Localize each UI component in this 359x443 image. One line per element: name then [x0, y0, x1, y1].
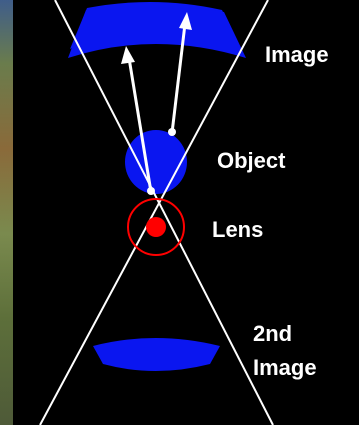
object-label: Object [217, 149, 285, 173]
second-image-label-line1: 2nd [253, 322, 292, 346]
arrow-right-tail [168, 128, 176, 136]
second-image-label-line2: Image [253, 356, 317, 380]
lens-label: Lens [212, 218, 263, 242]
second-image-blob [93, 338, 220, 371]
bottom-strip [0, 425, 359, 438]
image-label: Image [265, 43, 329, 67]
arrow-left-tail [147, 187, 155, 195]
lens-point [146, 217, 166, 237]
